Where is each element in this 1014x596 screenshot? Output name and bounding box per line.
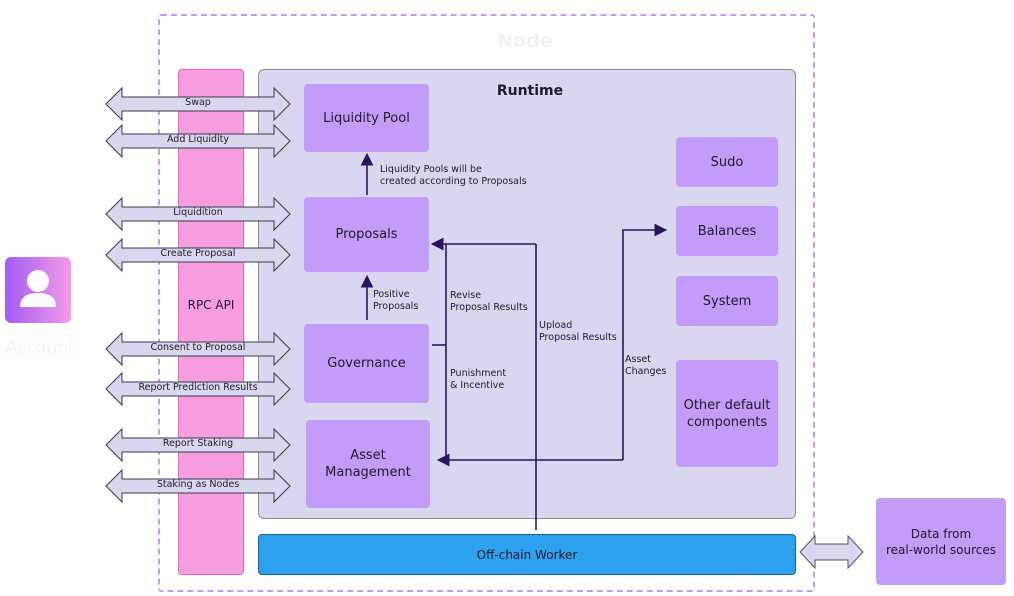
api-arrow-swap[interactable] [105,86,291,122]
module-sudo[interactable]: Sudo [676,137,778,187]
api-call-label: Create Proposal [160,248,236,259]
api-call-label: Add Liquidity [166,134,230,145]
runtime-label: Runtime [496,83,564,99]
node-label: Node [497,30,553,52]
node-boundary [158,14,815,592]
api-arrow-report-prediction-results[interactable] [105,371,291,407]
account-avatar[interactable] [5,257,71,323]
module-governance[interactable]: Governance [304,324,429,403]
rpc-api-label: RPC API [187,298,235,312]
api-call-label: Report Prediction Results [138,382,258,393]
api-arrow-create-proposal[interactable] [105,237,291,273]
note-punishment-incentive: Punishment & Incentive [450,368,507,391]
module-asset-management[interactable]: Asset Management [306,420,430,508]
offchain-data-double-arrow [799,534,864,570]
api-arrow-report-staking[interactable] [105,427,291,463]
real-world-data-source[interactable]: Data from real-world sources [876,498,1006,585]
note-positive-proposals: Positive Proposals [373,289,419,312]
account-label: Account [5,338,75,358]
api-arrow-liquidition[interactable] [105,196,291,232]
api-call-label: Swap [185,97,211,108]
module-other-default-components[interactable]: Other default components [676,360,778,467]
api-arrow-add-liquidity[interactable] [105,123,291,159]
arrow-asset-changes [622,223,668,460]
api-arrow-consent-to-proposal[interactable] [105,331,291,367]
offchain-worker[interactable]: Off-chain Worker [258,534,796,575]
note-revise-results: Revise Proposal Results [450,290,528,313]
module-liquidity-pool[interactable]: Liquidity Pool [304,84,429,152]
api-call-label: Report Staking [162,438,234,449]
api-call-label: Consent to Proposal [150,342,246,353]
note-upload-results: Upload Proposal Results [539,320,617,343]
arrow-revise-results [445,243,536,460]
module-balances[interactable]: Balances [676,206,778,256]
module-system[interactable]: System [676,276,778,326]
note-asset-changes: Asset Changes [625,354,667,377]
api-call-label: Liquidition [173,207,223,218]
module-proposals[interactable]: Proposals [304,197,429,272]
note-pools-created: Liquidity Pools will be created accordin… [380,164,527,187]
api-arrow-staking-as-nodes[interactable] [105,468,291,504]
api-call-label: Staking as Nodes [156,479,240,490]
user-icon [20,270,56,307]
